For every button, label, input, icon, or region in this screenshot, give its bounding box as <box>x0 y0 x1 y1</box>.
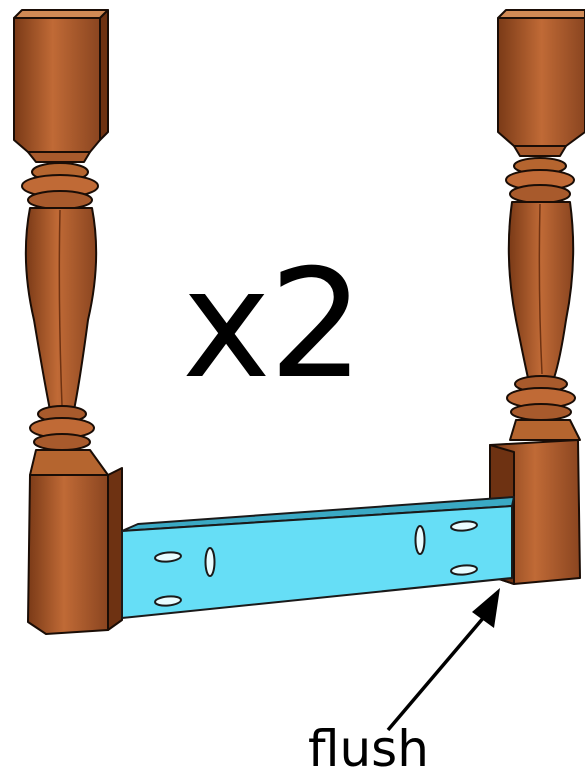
quantity-label: x2 <box>182 250 362 400</box>
flush-label: flush <box>308 724 429 774</box>
flush-arrow <box>388 588 500 730</box>
left-table-leg <box>14 10 122 634</box>
